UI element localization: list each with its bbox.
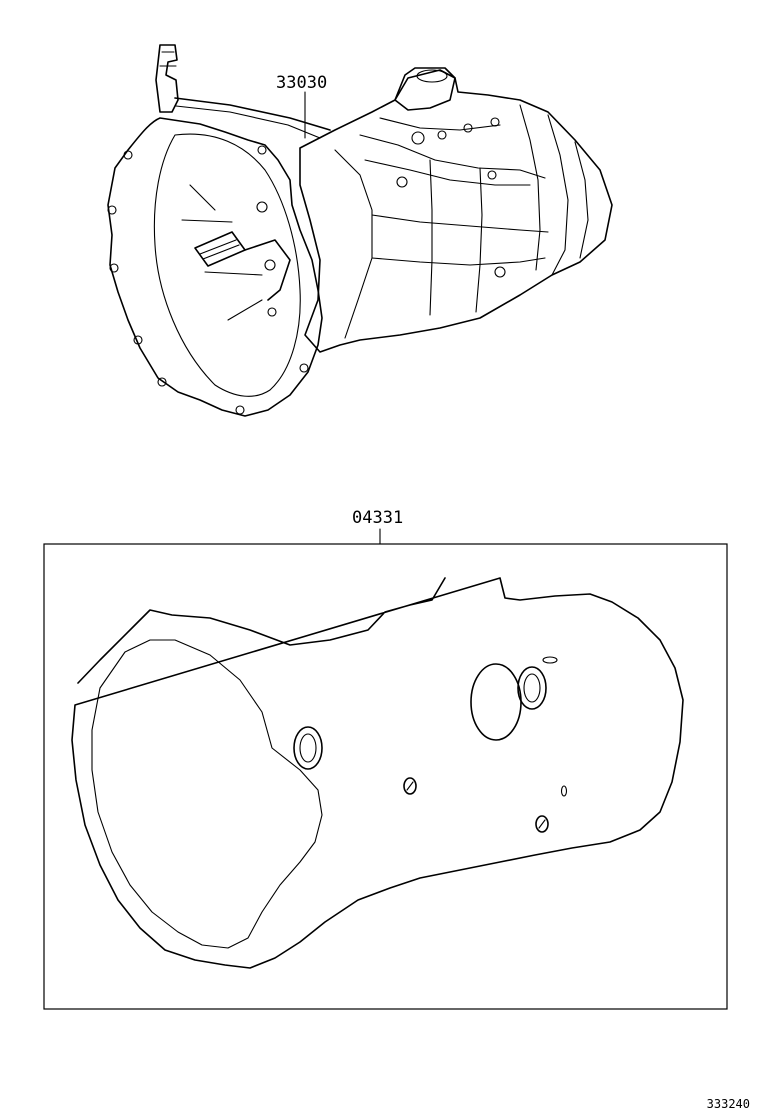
pin[interactable]: [560, 785, 568, 797]
washer-left[interactable]: [403, 777, 417, 795]
part-number-33030[interactable]: 33030: [276, 73, 327, 93]
o-ring-large[interactable]: [470, 663, 522, 741]
washer-right[interactable]: [535, 815, 549, 833]
gasket-kit-frame: [43, 543, 728, 1010]
oil-seal-front[interactable]: [293, 726, 323, 770]
transmission-assembly-drawing[interactable]: [107, 44, 613, 417]
callout-04331: 04331: [352, 508, 403, 545]
oil-seal-rear[interactable]: [517, 666, 547, 710]
gasket-kit-drawing[interactable]: [71, 577, 684, 969]
part-number-04331[interactable]: 04331: [352, 508, 403, 528]
callout-33030: 33030: [276, 73, 327, 139]
illustration-id: 333240: [707, 1097, 750, 1111]
o-ring-small[interactable]: [542, 656, 558, 664]
